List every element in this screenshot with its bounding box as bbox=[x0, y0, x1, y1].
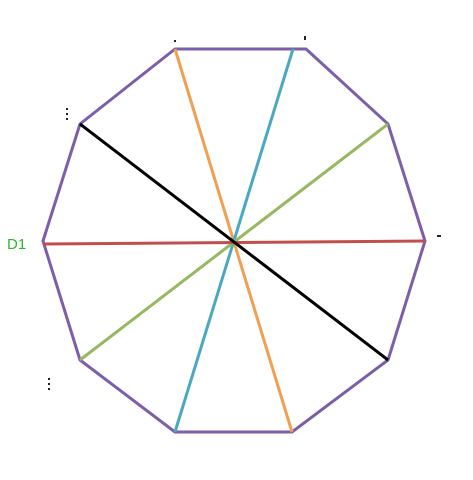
vertex-mark-upper-left bbox=[66, 108, 68, 110]
diagonal-black bbox=[79, 122, 389, 362]
vertex-mark-top-left bbox=[174, 40, 176, 42]
vertex-mark-upper-left bbox=[66, 118, 68, 120]
vertex-mark-right bbox=[437, 235, 441, 237]
vertex-mark-lower-left bbox=[48, 383, 50, 385]
vertex-mark-upper-left bbox=[66, 113, 68, 115]
vertex-mark-top-right bbox=[304, 36, 306, 40]
vertex-mark-lower-left bbox=[48, 388, 50, 390]
vertex-label-d1: D1 bbox=[7, 236, 27, 253]
vertex-mark-lower-left bbox=[48, 378, 50, 380]
